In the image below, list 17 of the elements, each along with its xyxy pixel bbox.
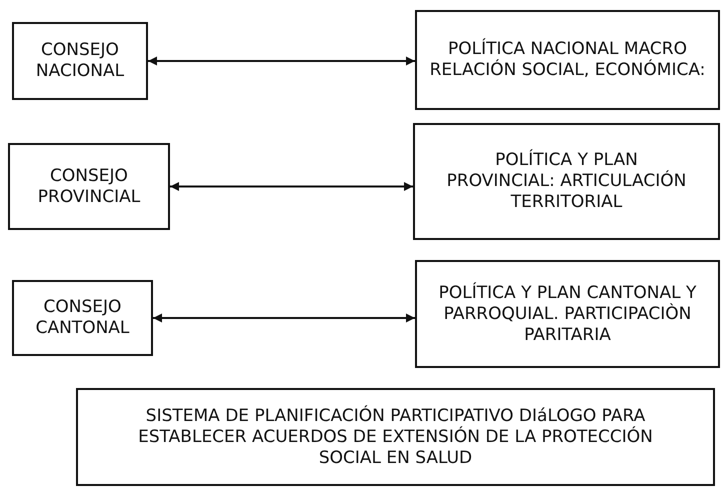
double-arrow bbox=[170, 182, 413, 191]
double-arrow bbox=[148, 56, 415, 66]
text-box bbox=[415, 260, 720, 368]
box-text: POLÍTICA NACIONAL MACRO RELACIÓN SOCIAL, ECONÓMICA: bbox=[428, 39, 706, 81]
box-text: SISTEMA DE PLANIFICACIÓN PARTICIPATIVO DIáLOGO PARA ESTABLECER ACUERDOS DE EXTENSIÓN DE LA PROTECCIÓN SOCIAL EN SALUD bbox=[137, 406, 654, 468]
box-text: POLÍTICA Y PLAN CANTONAL Y PARROQUIAL. PARTICIPACIÒN PARITARIA bbox=[438, 282, 698, 346]
text-box bbox=[415, 10, 720, 110]
box-text: POLÍTICA Y PLAN PROVINCIAL: ARTICULACIÓN TERRITORIAL bbox=[446, 150, 686, 213]
box-text: CONSEJO CANTONAL bbox=[34, 297, 130, 339]
text-box bbox=[76, 388, 715, 486]
text-box bbox=[8, 143, 170, 230]
double-arrow bbox=[153, 314, 415, 322]
box-text: CONSEJO PROVINCIAL bbox=[36, 166, 142, 208]
text-box bbox=[413, 123, 720, 240]
text-box bbox=[12, 22, 148, 100]
text-box bbox=[12, 280, 153, 356]
box-text: CONSEJO NACIONAL bbox=[34, 40, 126, 82]
